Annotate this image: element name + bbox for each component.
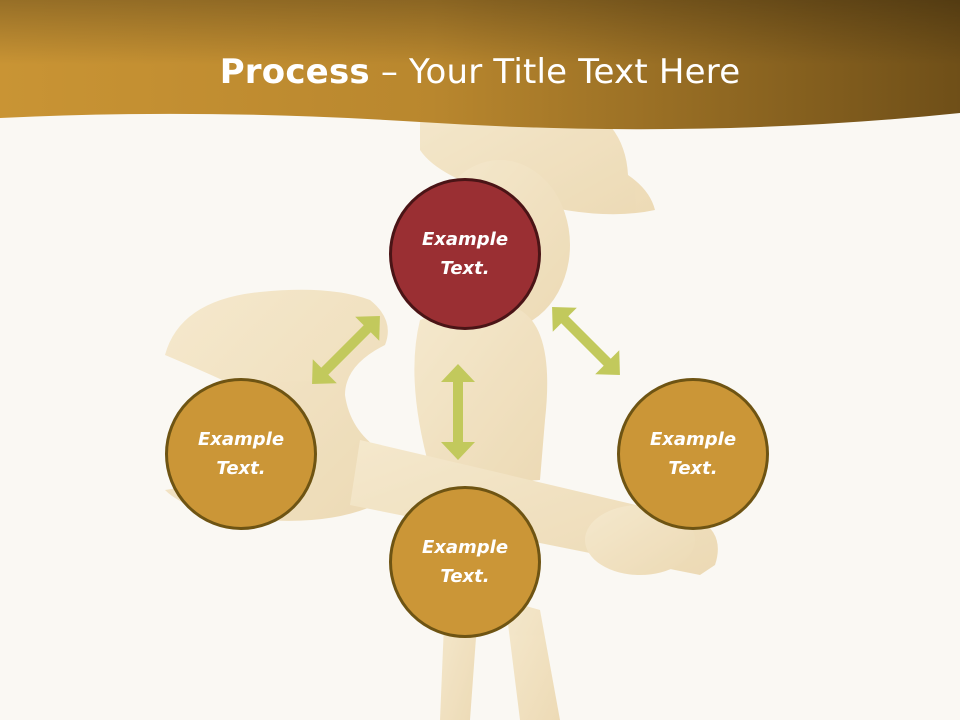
process-circle-bottom-label: Example Text. xyxy=(410,533,520,591)
double-arrow-left xyxy=(312,316,380,384)
title-bold: Process xyxy=(219,52,370,92)
process-circle-left[interactable]: Example Text. xyxy=(165,378,317,530)
process-circle-right-label: Example Text. xyxy=(638,425,748,483)
double-arrow-vertical xyxy=(441,364,475,460)
process-circle-right[interactable]: Example Text. xyxy=(617,378,769,530)
circle-label-line2: Text. xyxy=(440,258,490,279)
process-circle-bottom[interactable]: Example Text. xyxy=(389,486,541,638)
slide-title: Process – Your Title Text Here xyxy=(0,52,960,92)
circle-label-line1: Example xyxy=(421,229,509,250)
process-circle-top-label: Example Text. xyxy=(410,225,520,283)
circle-label-line1: Example xyxy=(421,537,509,558)
double-arrow-right xyxy=(552,307,620,375)
arrows-group xyxy=(312,307,620,460)
process-circle-left-label: Example Text. xyxy=(186,425,296,483)
circle-label-line2: Text. xyxy=(668,458,718,479)
process-circle-top[interactable]: Example Text. xyxy=(389,178,541,330)
circle-label-line2: Text. xyxy=(440,566,490,587)
title-rest: – Your Title Text Here xyxy=(369,52,741,92)
circle-label-line1: Example xyxy=(197,429,285,450)
circle-label-line1: Example xyxy=(649,429,737,450)
circle-label-line2: Text. xyxy=(216,458,266,479)
